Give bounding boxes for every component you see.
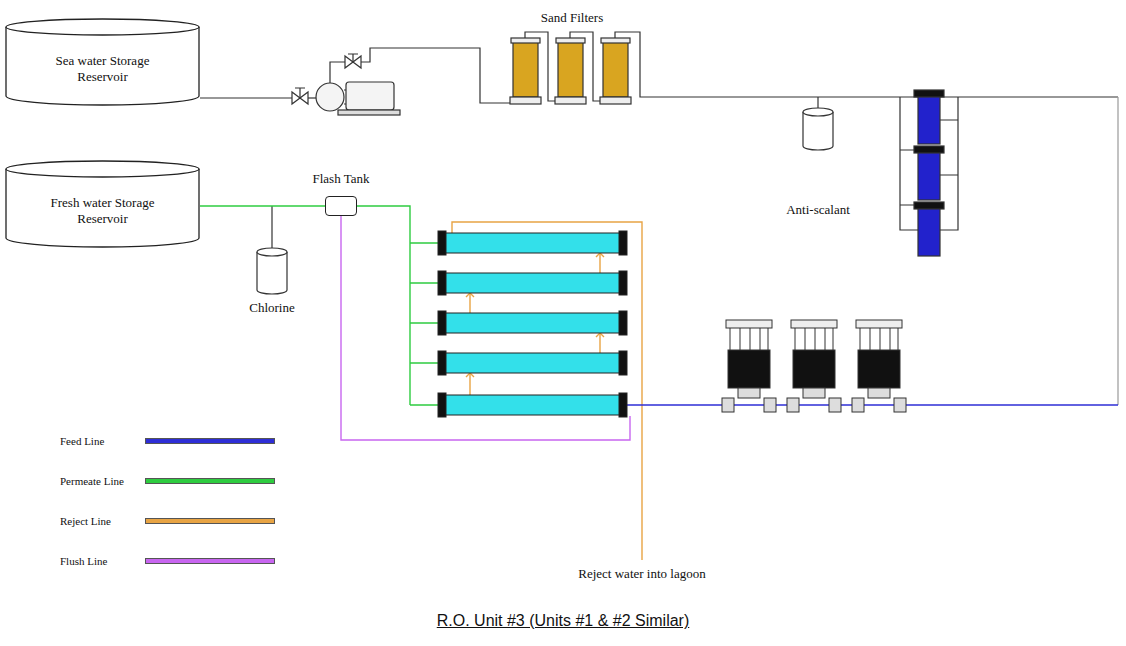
equipment-label: Chlorine <box>249 300 295 316</box>
cylinder-top <box>6 161 199 177</box>
permeate-line <box>200 205 325 206</box>
storage-reservoir: Fresh water Storage Reservoir <box>5 160 200 248</box>
cylinder-body <box>6 169 199 247</box>
cylinder-body <box>6 27 199 105</box>
storage-reservoir: Sea water Storage Reservoir <box>5 18 200 106</box>
legend-swatch <box>145 518 275 524</box>
legend-swatch <box>145 478 275 484</box>
legend-label: Reject Line <box>60 513 111 529</box>
tank-label: Flash Tank <box>313 171 370 187</box>
reservoir-name: Sea water Storage Reservoir <box>42 53 164 85</box>
diagram-caption: R.O. Unit #3 (Units #1 & #2 Similar) <box>437 612 690 630</box>
reservoir-name: Fresh water Storage Reservoir <box>42 195 164 227</box>
equipment-label: Anti-scalant <box>786 202 850 218</box>
flash-tank: Flash Tank <box>325 196 357 216</box>
legend-swatch <box>145 438 275 444</box>
outlet-label: Reject water into lagoon <box>578 566 705 582</box>
legend-label: Flush Line <box>60 553 107 569</box>
equipment-label: Sand Filters <box>541 10 603 26</box>
legend-label: Permeate Line <box>60 473 124 489</box>
cylinder-top <box>6 19 199 35</box>
legend-label: Feed Line <box>60 433 104 449</box>
legend-swatch <box>145 558 275 564</box>
